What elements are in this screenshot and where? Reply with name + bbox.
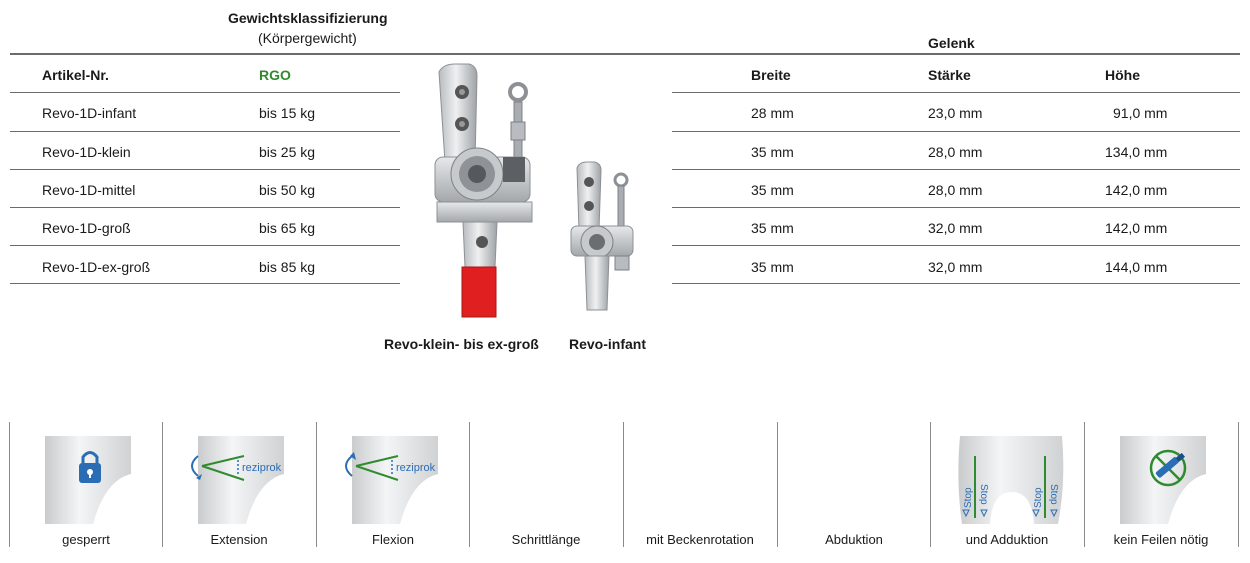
revo-infant-joint-image: [570, 161, 634, 311]
rgo-cell: bis 50 kg: [259, 182, 316, 198]
feature-label: und Adduktion: [965, 532, 1049, 547]
tile-divider: [316, 422, 317, 547]
stop-tag: Stop: [963, 487, 974, 508]
col-breite-header: Breite: [751, 67, 791, 83]
extension-reciprocal-icon: reziprok: [191, 455, 282, 481]
left-header-rule: [10, 53, 400, 55]
breite-cell: 35 mm: [751, 144, 794, 160]
rgo-cell: bis 25 kg: [259, 144, 316, 160]
col-article-header: Artikel-Nr.: [42, 67, 109, 83]
stop-tag: Stop: [978, 484, 989, 505]
staerke-cell: 23,0 mm: [928, 105, 983, 121]
feature-tile-kein-feilen: kein Feilen nötig: [1084, 422, 1238, 552]
hoehe-cell: 144,0 mm: [1105, 259, 1168, 275]
staerke-cell: 28,0 mm: [928, 182, 983, 198]
feature-label: Extension: [210, 532, 268, 547]
hoehe-cell: 142,0 mm: [1105, 182, 1168, 198]
tile-divider: [777, 422, 778, 547]
right-header-rule: [400, 53, 1240, 55]
left-row-rule: [10, 207, 400, 208]
tile-divider: [930, 422, 931, 547]
article-cell: Revo-1D-ex-groß: [42, 259, 151, 275]
left-row-rule: [10, 169, 400, 170]
right-row-rule: [672, 283, 1240, 284]
right-row-rule: [672, 207, 1240, 208]
breite-cell: 35 mm: [751, 259, 794, 275]
joint-group-title: Gelenk: [928, 35, 975, 51]
caption-small: Revo-infant: [569, 336, 646, 352]
tile-divider: [1238, 422, 1239, 547]
right-row-rule: [672, 169, 1240, 170]
tile-divider: [9, 422, 10, 547]
left-row-rule: [10, 131, 400, 132]
rgo-cell: bis 85 kg: [259, 259, 316, 275]
right-row-rule: [672, 131, 1240, 132]
feature-tile-gesperrt: gesperrt: [9, 422, 163, 552]
rgo-cell: bis 65 kg: [259, 220, 316, 236]
feature-label: gesperrt: [62, 532, 110, 547]
article-cell: Revo-1D-infant: [42, 105, 137, 121]
feature-tile-extension: reziprok Extension: [162, 422, 316, 552]
feature-tile-beckenrotation: mit Beckenrotation: [623, 422, 777, 552]
col-hoehe-header: Höhe: [1105, 67, 1140, 83]
tile-divider: [469, 422, 470, 547]
no-filing-icon: [1149, 449, 1187, 487]
feature-label: mit Beckenrotation: [646, 532, 754, 547]
tile-divider: [623, 422, 624, 547]
article-cell: Revo-1D-mittel: [42, 182, 136, 198]
reziprok-tag: reziprok: [396, 462, 436, 474]
col-rgo-header: RGO: [259, 67, 291, 83]
left-row-rule: [10, 245, 400, 246]
staerke-cell: 32,0 mm: [928, 220, 983, 236]
tile-divider: [1084, 422, 1085, 547]
breite-cell: 35 mm: [751, 220, 794, 236]
staerke-cell: 32,0 mm: [928, 259, 983, 275]
revo-large-joint-image: [434, 63, 533, 318]
left-row-rule: [10, 283, 400, 284]
article-cell: Revo-1D-groß: [42, 220, 131, 236]
feature-label: Abduktion: [825, 532, 883, 547]
reziprok-tag: reziprok: [242, 462, 282, 474]
feature-tile-adduktion: Stop Stop Stop Stop und Adduktion: [930, 422, 1084, 552]
right-row-rule: [672, 92, 1240, 93]
flexion-reciprocal-icon: reziprok: [345, 452, 436, 481]
lock-icon: [79, 451, 101, 483]
weight-group-subtitle: (Körpergewicht): [258, 30, 357, 46]
hoehe-cell: 91,0 mm: [1113, 105, 1168, 121]
feature-tile-schrittlaenge: Schrittlänge: [469, 422, 623, 552]
staerke-cell: 28,0 mm: [928, 144, 983, 160]
stop-tag: Stop: [1048, 484, 1059, 505]
breite-cell: 35 mm: [751, 182, 794, 198]
feature-tile-abduktion: Abduktion: [777, 422, 931, 552]
breite-cell: 28 mm: [751, 105, 794, 121]
left-row-rule: [10, 92, 400, 93]
feature-label: Flexion: [372, 532, 414, 547]
feature-tile-flexion: reziprok Flexion: [316, 422, 470, 552]
col-staerke-header: Stärke: [928, 67, 971, 83]
weight-group-title: Gewichtsklassifizierung: [228, 10, 388, 26]
feature-label: Schrittlänge: [511, 532, 581, 547]
caption-large: Revo-klein- bis ex-groß: [384, 336, 539, 352]
tile-divider: [162, 422, 163, 547]
hoehe-cell: 142,0 mm: [1105, 220, 1168, 236]
article-cell: Revo-1D-klein: [42, 144, 131, 160]
right-row-rule: [672, 245, 1240, 246]
stop-tag: Stop: [1033, 487, 1044, 508]
hoehe-cell: 134,0 mm: [1105, 144, 1168, 160]
rgo-cell: bis 15 kg: [259, 105, 316, 121]
adduction-stop-icon: Stop Stop Stop Stop: [962, 456, 1059, 518]
feature-label: kein Feilen nötig: [1113, 532, 1209, 547]
